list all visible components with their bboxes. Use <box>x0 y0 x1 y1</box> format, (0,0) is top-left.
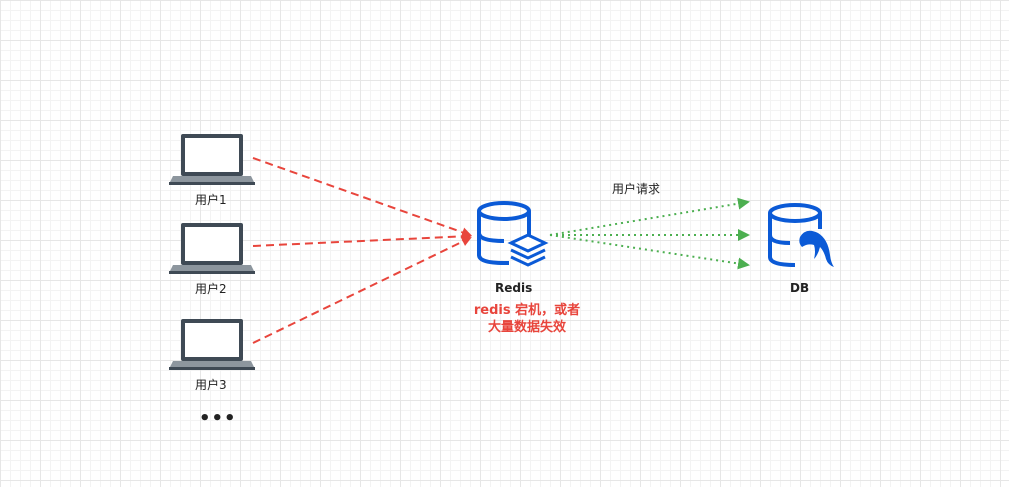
db-label: DB <box>790 281 810 295</box>
edge-user3-to-redis <box>252 236 472 344</box>
laptop-icon <box>169 134 255 185</box>
annotation-line-1: redis 宕机，或者 <box>473 303 581 318</box>
laptop-icon <box>169 223 255 274</box>
mysql-database-icon <box>768 203 834 267</box>
redis-failure-annotation: redis 宕机，或者 大量数据失效 <box>452 302 602 336</box>
laptop-icon <box>169 319 255 370</box>
edge-user1-to-redis <box>252 157 472 238</box>
redis-database-icon <box>477 201 549 267</box>
user3-label: 用户3 <box>195 378 227 392</box>
redis-label: Redis <box>495 281 533 295</box>
edge-redis-to-db-3 <box>549 234 750 270</box>
edge-user2-to-redis <box>252 231 472 247</box>
user-requests-label: 用户请求 <box>612 182 661 196</box>
annotation-line-2: 大量数据失效 <box>487 320 566 335</box>
user1-label: 用户1 <box>195 193 227 207</box>
more-users-ellipsis: ••• <box>199 408 237 429</box>
edge-redis-to-db-1 <box>549 197 750 236</box>
user2-label: 用户2 <box>195 282 227 296</box>
